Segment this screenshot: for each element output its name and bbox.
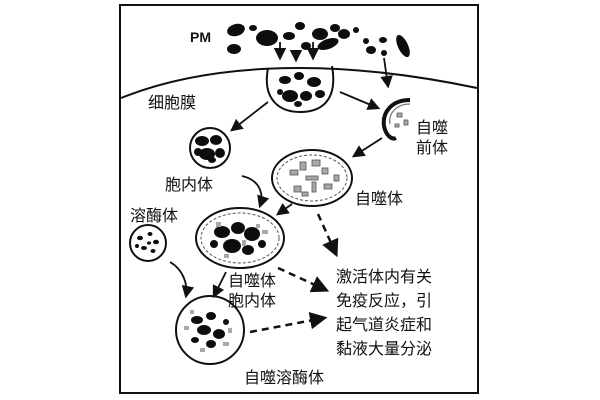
dashed-arrow-autolysosome-to-outcome <box>249 312 328 334</box>
autophagosome-label: 自噬体 <box>355 189 403 208</box>
arrow-phagophore-to-autophagosome <box>351 137 383 158</box>
arrow-phagosome-to-amphisome <box>241 175 270 209</box>
amphisome-label-line2: 胞内体 <box>228 291 276 310</box>
pm-entry-arrow-4 <box>380 57 393 89</box>
cell-membrane-label: 细胞膜 <box>148 93 196 112</box>
arrow-vesicle-to-phagophore <box>339 91 381 110</box>
phagophore-label-line2: 前体 <box>416 138 448 157</box>
dashed-arrow-autophagosome-to-outcome <box>316 213 339 258</box>
phagosome <box>189 127 231 169</box>
pm-label: PM <box>190 29 211 45</box>
autophagosome <box>271 149 353 207</box>
arrow-vesicle-to-phagosome <box>230 101 269 132</box>
phagophore-label-line1: 自噬 <box>416 118 448 137</box>
arrow-autophagosome-to-amphisome <box>275 203 293 216</box>
amphisome <box>195 207 285 269</box>
outcome-line-4: 黏液大量分泌 <box>336 339 432 358</box>
diagram-frame <box>119 4 479 394</box>
arrow-amphisome-to-autolysosome <box>212 271 227 299</box>
cell-membrane-line <box>120 67 478 99</box>
outcome-line-2: 免疫反应，引 <box>336 291 432 310</box>
phagophore <box>381 98 411 141</box>
amphisome-label-line1: 自噬体 <box>228 271 276 290</box>
dashed-arrow-amphisome-to-outcome <box>277 266 330 293</box>
outcome-line-3: 起气道炎症和 <box>336 315 432 334</box>
lysosome <box>129 224 167 262</box>
arrow-lysosome-to-autolysosome <box>169 261 195 299</box>
pm-particles <box>227 22 410 58</box>
outcome-text: 激活体内有关 免疫反应，引 起气道炎症和 黏液大量分泌 <box>336 267 432 358</box>
autolysosome-label: 自噬溶酶体 <box>244 368 324 387</box>
phagosome-label: 胞内体 <box>165 175 213 194</box>
endocytic-vesicle <box>265 65 335 114</box>
lysosome-label: 溶酶体 <box>130 206 178 225</box>
outcome-line-1: 激活体内有关 <box>336 267 432 286</box>
autolysosome <box>175 295 245 365</box>
